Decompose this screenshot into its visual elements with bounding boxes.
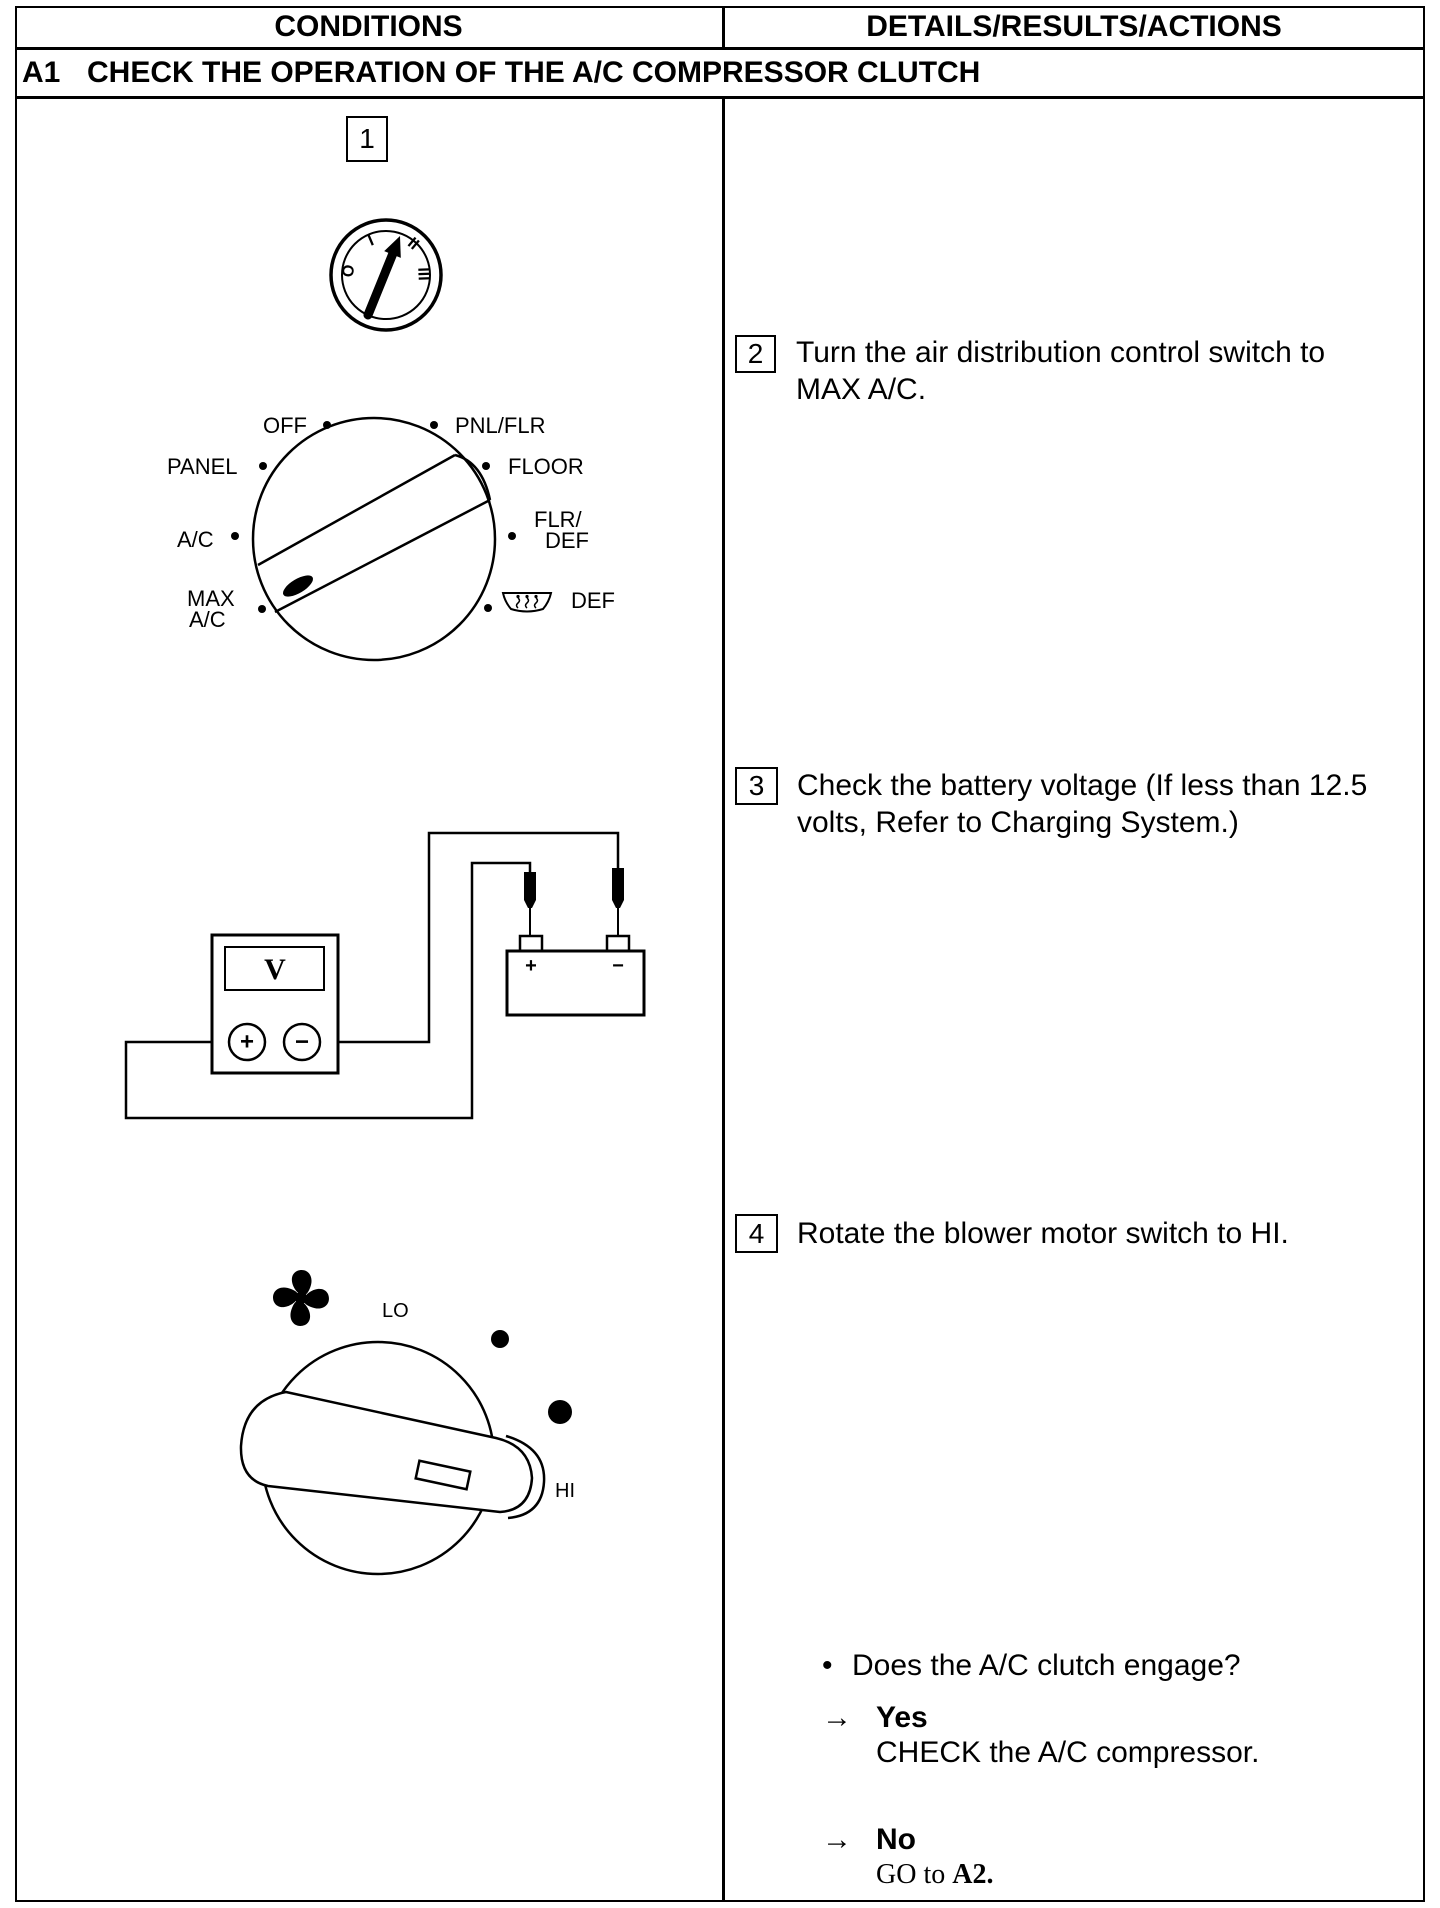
step-3-line-2: volts, Refer to Charging System.): [797, 806, 1239, 839]
air-distribution-switch: OFF PNL/FLR PANEL FLOOR A/C FLR/ DEF MAX…: [167, 413, 615, 662]
yes-action: CHECK the A/C compressor.: [876, 1736, 1260, 1769]
dot-ac: [231, 532, 239, 540]
section-divider: [15, 96, 1425, 99]
battery-positive-post: [518, 934, 544, 953]
blower-speed-dot-medium: [491, 1330, 509, 1348]
label-floor: FLOOR: [508, 454, 584, 479]
dot-max-ac: [258, 605, 266, 613]
ignition-position-off: O: [340, 264, 358, 278]
step-3-instruction: Check the battery voltage (If less than …: [797, 767, 1367, 841]
dot-def: [484, 604, 492, 612]
yes-arrow-icon: →: [822, 1701, 852, 1734]
step-3-line-1: Check the battery voltage (If less than …: [797, 769, 1368, 802]
blower-label-low: LO: [382, 1300, 409, 1322]
label-max-ac-line2: A/C: [189, 607, 226, 632]
column-header-details: DETAILS/RESULTS/ACTIONS: [866, 10, 1282, 43]
battery-case: [505, 949, 646, 1017]
table-frame: [15, 6, 1425, 1902]
conditions-illustrations: O I II III OFF PNL/FLR PANEL FLOOR A/C: [124, 218, 646, 1576]
header-column-divider: [722, 6, 725, 48]
step-number-4: 4: [735, 1214, 778, 1253]
dot-off: [323, 421, 331, 429]
step-4-line-1: Rotate the blower motor switch to HI.: [797, 1217, 1289, 1250]
section-title: CHECK THE OPERATION OF THE A/C COMPRESSO…: [87, 56, 981, 89]
blower-label-high: HI: [555, 1480, 575, 1502]
ignition-position-1: I: [366, 232, 377, 249]
step-2-line-1: Turn the air distribution control switch…: [796, 336, 1326, 369]
yes-label: Yes: [876, 1701, 928, 1734]
voltmeter-positive-sign: +: [240, 1029, 254, 1056]
battery: + −: [505, 934, 646, 1017]
negative-test-lead: [320, 831, 620, 1044]
dial-handle-lower-edge: [274, 498, 491, 614]
voltmeter-unit: V: [264, 953, 286, 986]
voltmeter: V + −: [210, 933, 340, 1075]
dial-handle-upper-edge: [257, 453, 456, 567]
blower-motor-switch: LO HI: [239, 1270, 575, 1576]
ignition-switch-face: [341, 230, 431, 320]
label-def: DEF: [571, 588, 615, 613]
dot-flr-def: [508, 532, 516, 540]
fan-icon: [273, 1270, 329, 1326]
voltmeter-negative-sign: −: [295, 1029, 309, 1056]
voltmeter-negative-jack: [282, 1022, 322, 1062]
column-header-conditions: CONDITIONS: [274, 10, 463, 43]
dial-pointer-mark: [282, 575, 314, 597]
ignition-switch: O I II III: [329, 218, 443, 332]
blower-speed-dot-high: [548, 1400, 572, 1424]
question-text: Does the A/C clutch engage?: [852, 1649, 1241, 1682]
body-column-divider: [722, 97, 725, 1902]
ignition-position-3: III: [414, 267, 431, 281]
no-action-reference: A2.: [952, 1859, 994, 1890]
label-off: OFF: [263, 413, 307, 438]
dial-handle-end-cap: [454, 453, 492, 501]
defrost-icon: [501, 592, 553, 613]
voltmeter-positive-jack: [227, 1022, 267, 1062]
battery-voltage-test: V + − + −: [124, 831, 646, 1120]
section-code: A1: [22, 56, 61, 89]
step-2-instruction: Turn the air distribution control switch…: [796, 334, 1325, 408]
air-distribution-dial: [251, 416, 497, 662]
battery-negative-sign: −: [612, 955, 624, 977]
step-number-1: 1: [346, 116, 388, 162]
label-pnl-flr: PNL/FLR: [455, 413, 545, 438]
question-bullet: •: [822, 1649, 833, 1682]
step-number-3: 3: [735, 767, 778, 805]
no-label: No: [876, 1823, 916, 1856]
blower-knob-handle-cap: [505, 1434, 546, 1520]
negative-clip: [612, 868, 624, 936]
ignition-pointer-arrowhead: [384, 236, 401, 258]
header-divider: [15, 47, 1425, 50]
battery-negative-post: [605, 934, 631, 953]
label-panel: PANEL: [167, 454, 238, 479]
step-4-instruction: Rotate the blower motor switch to HI.: [797, 1215, 1289, 1252]
dot-pnl-flr: [430, 421, 438, 429]
label-flr-def-line1: FLR/: [534, 507, 583, 532]
voltmeter-display: [224, 946, 325, 991]
no-action-prefix: GO to: [876, 1859, 946, 1890]
dot-panel: [259, 462, 267, 470]
battery-positive-sign: +: [525, 955, 537, 977]
no-arrow-icon: →: [822, 1823, 852, 1856]
label-ac: A/C: [177, 527, 214, 552]
positive-clip: [524, 872, 536, 936]
step-2-line-2: MAX A/C.: [796, 373, 927, 406]
blower-knob-slot: [414, 1459, 472, 1491]
label-flr-def-line2: DEF: [545, 528, 589, 553]
dot-floor: [482, 462, 490, 470]
label-max-ac-line1: MAX: [187, 586, 235, 611]
ignition-pointer-shaft: [363, 250, 397, 320]
positive-test-lead: [124, 861, 532, 1120]
step-number-2: 2: [735, 335, 776, 373]
